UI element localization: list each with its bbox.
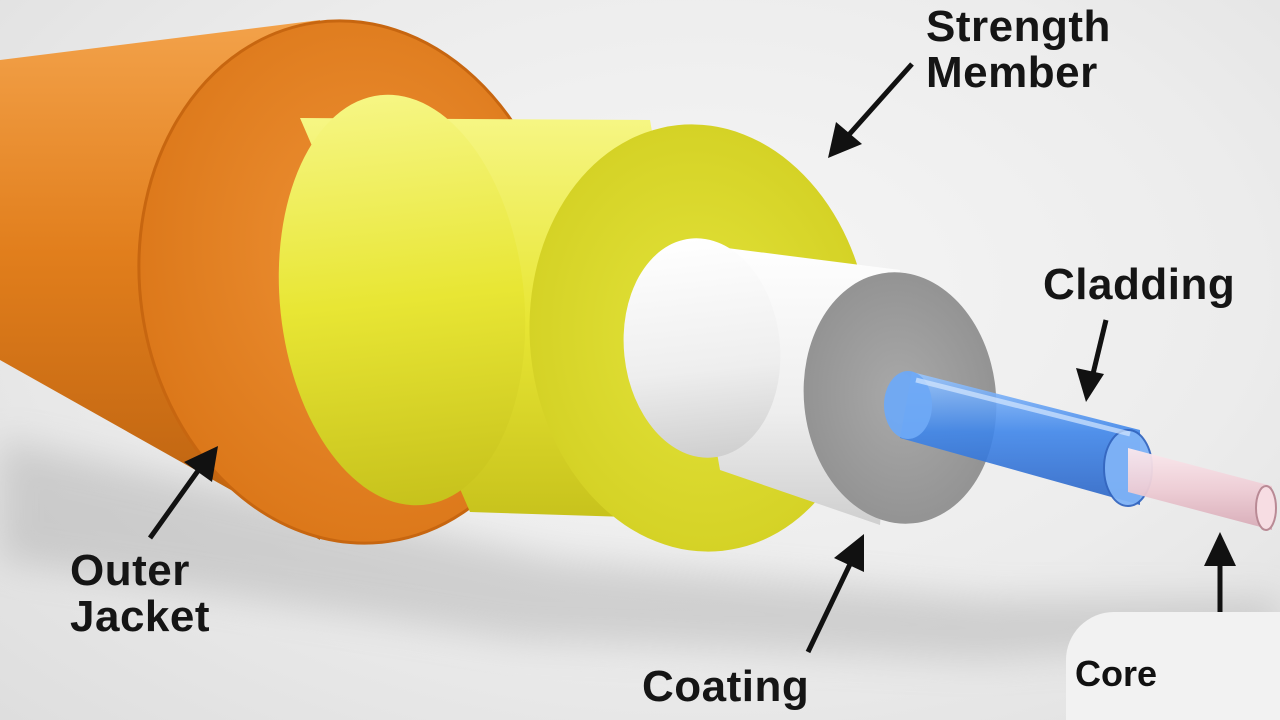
coating-label: Coating (642, 662, 810, 711)
core-label-box (1066, 612, 1280, 720)
outer-jacket-label: Outer Jacket (70, 548, 210, 640)
strength-member-label-line-1: Strength (926, 2, 1111, 51)
outer-jacket-label-line-2: Jacket (70, 592, 211, 641)
outer-jacket-label-line-1: Outer (70, 546, 190, 595)
cladding-label: Cladding (1043, 260, 1236, 309)
cable-shadow (0, 440, 1280, 660)
core-label: Core (1075, 653, 1158, 694)
core-arrow (1204, 532, 1236, 612)
arrows (147, 62, 1236, 654)
coating-arrow (805, 534, 864, 654)
outer-jacket-arrow (147, 446, 218, 540)
strength-member-label: Strength Member (926, 4, 1111, 96)
strength-member-label-line-2: Member (926, 48, 1098, 97)
cladding-arrow (1076, 319, 1109, 402)
core-layer (1128, 448, 1277, 531)
strength-member-arrow (828, 62, 914, 158)
